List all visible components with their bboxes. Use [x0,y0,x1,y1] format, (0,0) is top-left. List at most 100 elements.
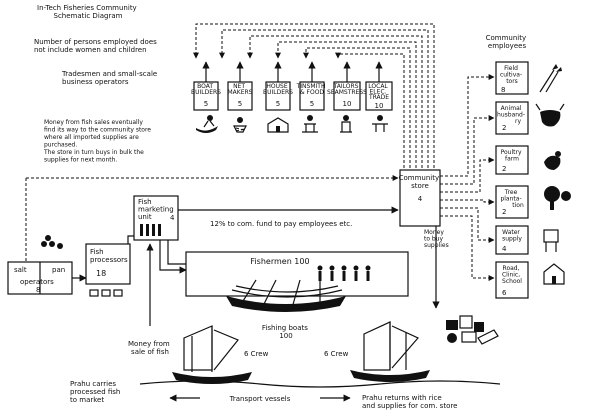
fishing-boats-illustration [226,279,346,312]
marketing-label-line: unit [138,213,152,221]
employment-note-line-1: Number of persons employed does [34,38,157,46]
salt-operators-count: 8 [36,286,40,294]
pan-label: pan [52,266,65,274]
trade-label-line: MAKERS [228,89,253,96]
employee-label-line: Road, [503,265,520,272]
money-note-line-6: supplies for next month. [44,157,117,164]
trade-label-line: & FOOD [300,89,324,96]
money-note: Money from fish sales eventually find it… [43,119,153,164]
employee-label-line: supply [502,236,522,243]
employee-label-line: farm [505,156,519,163]
prahu-right-illustration [350,321,430,382]
svg-text:Community store: Community store [399,174,442,190]
svg-text:BOAT BUILDERS: BOAT BUILDERS [191,83,221,96]
store-label-line: store [411,182,429,190]
employee-count: 6 [502,289,507,297]
trade-count: 5 [238,100,242,108]
trade-count: 10 [343,100,352,108]
transport-vessels-label: Transport vessels [229,395,291,403]
svg-text:LOCAL ELEC. TR: LOCAL ELEC. TRADE [368,83,390,101]
employee-count: 4 [502,245,507,253]
employee-label-line: School [502,278,522,285]
employee-label-line: Field [504,65,518,72]
trade-label-line: TRADE [368,94,389,101]
svg-text:Fish processors: Fish processors [90,248,128,264]
title-line-2: Schematic Diagram [54,12,123,20]
trade-count: 10 [375,102,384,110]
marketing-count: 4 [170,214,175,222]
tradesmen-label-line-2: business operators [62,78,129,86]
employment-note: Number of persons employed does not incl… [34,38,159,54]
money-from-sale-line: sale of fish [131,348,169,356]
community-employees-line-1: Community [486,34,527,42]
trade-label-line: TAILORS [333,83,359,90]
fish-marketing-unit-box: Fish marketing unit 4 [133,195,179,241]
money-from-sale-label: Money from sale of fish [128,340,172,356]
prahu-left-line: to market [70,396,104,404]
money-to-buy-label: Money to buy supplies [424,229,449,249]
employee-label-line: Animal [501,105,522,112]
employee-label-line: planta- [500,196,521,203]
store-to-employees-lines [440,74,495,281]
trade-label-line: BOAT [197,83,213,90]
prahu-left-label: Prahu carries processed fish to market [70,380,123,404]
processors-label-line: processors [90,256,128,264]
trade-label-line: NET [233,83,245,90]
crew-right-label: 6 Crew [324,350,349,358]
prahu-right-label: Prahu returns with rice and supplies for… [362,394,457,410]
employee-label-line: Tree [504,189,518,196]
svg-text:Road, Clinic,: Road, Clinic, School [502,265,522,285]
crew-left-label: 6 Crew [244,350,269,358]
marketing-label-line: Fish [138,198,152,206]
fishermen-figures [317,265,371,281]
money-note-line-1: Money from fish sales eventually [44,119,143,126]
prahu-left-illustration [172,325,252,384]
comm-fund-label: 12% to com. fund to pay employees etc. [210,220,352,228]
wheat-icon [539,64,562,93]
svg-text:Fish marketing uni: Fish marketing unit [138,198,176,221]
trade-label-line: ELEC. [370,89,387,96]
svg-text:Tree planta- t: Tree planta- tion [500,189,523,209]
money-to-buy-line: supplies [424,242,449,249]
house-builder-icon [267,117,289,133]
tradesmen-row: BOAT BUILDERS 5 NET MAKERS 5 HOUSE BUILD… [191,81,393,111]
fishing-boats-line: 100 [279,332,292,340]
cow-icon [535,103,565,127]
fishing-boats-line: Fishing boats [262,324,308,332]
tinsmith-icon [302,115,318,133]
money-to-buy-line: Money [424,229,444,236]
water-tank-icon [543,229,559,252]
trade-label-line: HOUSE [266,83,287,90]
employee-label-line: husband- [497,112,525,119]
fish-processors-box: Fish processors 18 [85,243,131,285]
trade-label-line: LOCAL [368,83,388,90]
tradesmen-label: Tradesmen and small-scale business opera… [61,70,159,86]
diagram-title: In-Tech Fisheries Community Schematic Di… [37,4,139,20]
money-to-buy-line: to buy [424,236,444,243]
trade-count: 5 [276,100,280,108]
salt-pan-box: salt pan operators 8 [7,261,73,295]
processors-count: 18 [96,269,106,278]
employee-count: 2 [502,124,506,132]
salt-bags-icon [41,235,63,249]
house-icon [543,263,565,285]
trade-box-tailors: TAILORS SEAMSTRESS 10 [327,81,367,111]
marketing-to-processors-line [127,235,134,244]
supplies-pile-illustration [446,315,499,345]
fishing-boats-label: Fishing boats 100 [262,324,310,340]
marketing-to-fishermen-arrow [159,240,187,274]
fishermen-label: Fishermen 100 [250,257,309,266]
title-line-1: In-Tech Fisheries Community [37,4,137,12]
employee-box-water-supply: Water supply 4 [495,225,529,255]
employee-label-line: tion [512,202,524,209]
prahu-left-line: Prahu carries [70,380,116,388]
employee-label-line: Clinic, [502,272,520,279]
tree-icon [544,186,571,210]
employee-box-road-clinic-school: Road, Clinic, School 6 [495,261,529,299]
salt-label: salt [14,266,27,274]
money-note-line-4: purchased. [44,142,77,149]
store-count: 4 [418,195,423,203]
svg-text:Poultry farm: Poultry farm [501,149,524,163]
